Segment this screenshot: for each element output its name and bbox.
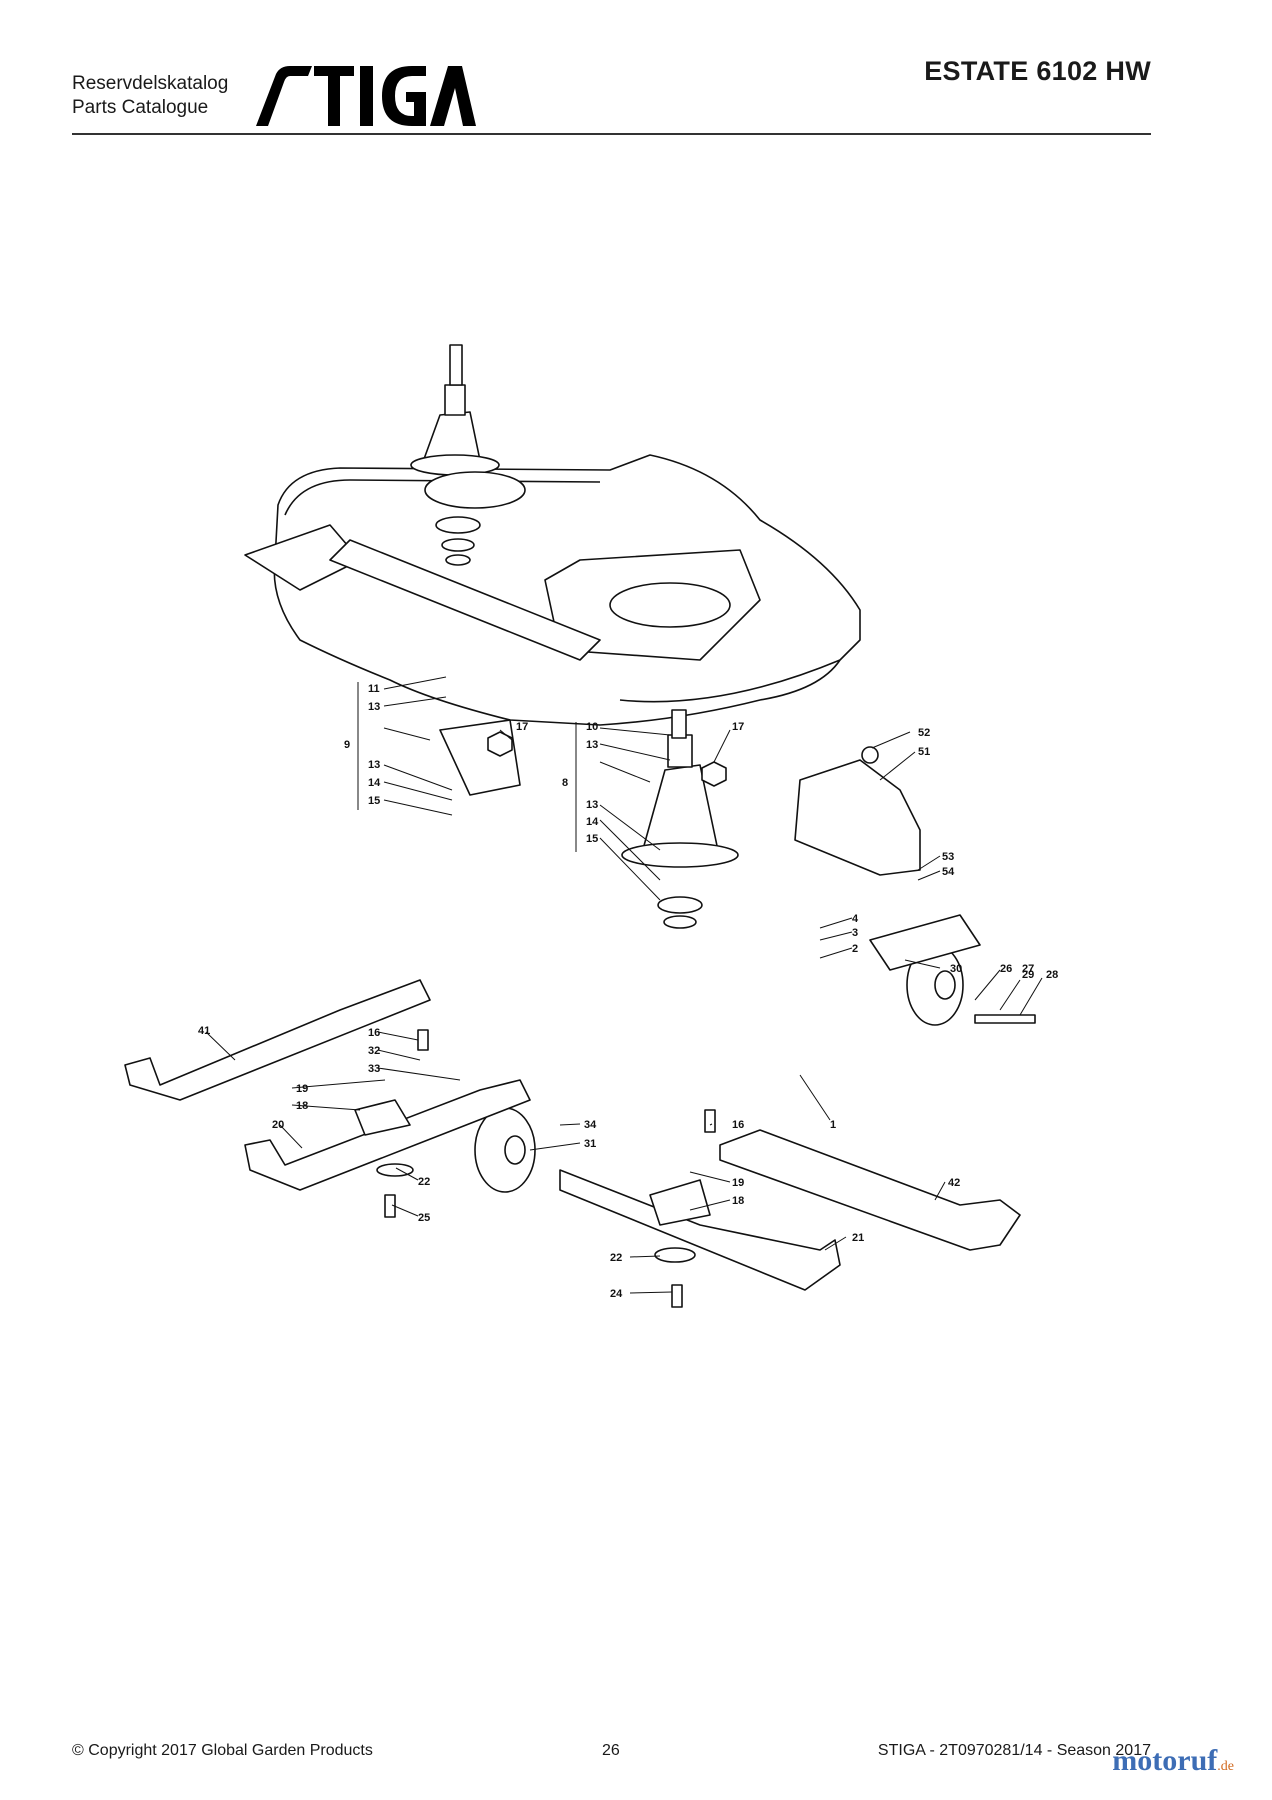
watermark-tld: .de [1217, 1759, 1234, 1774]
callout-32: 32 [368, 1045, 380, 1057]
callout-53: 53 [942, 851, 954, 863]
callout-17: 17 [732, 721, 744, 733]
blade-41 [124, 979, 431, 1101]
nut-17-right [701, 761, 727, 787]
callout-14: 14 [368, 777, 381, 789]
callout-10: 10 [586, 721, 598, 733]
header-divider [72, 133, 1151, 135]
callout-34: 34 [584, 1119, 597, 1131]
catalog-reference: STIGA - 2T0970281/14 - Season 2017 [877, 1742, 1151, 1759]
callout-8: 8 [562, 777, 568, 789]
callout-31: 31 [584, 1138, 596, 1150]
callout-4: 4 [852, 913, 859, 925]
callout-29: 29 [1022, 969, 1034, 981]
callout-11: 11 [368, 683, 380, 695]
callout-13: 13 [368, 759, 380, 771]
catalog-title-swedish: Reservdelskatalog [72, 73, 229, 94]
callout-19: 19 [296, 1083, 308, 1095]
callout-16: 16 [732, 1119, 744, 1131]
callout-42: 42 [948, 1177, 960, 1189]
callout-20: 20 [272, 1119, 284, 1131]
callout-13: 13 [586, 799, 598, 811]
callout-33: 33 [368, 1063, 380, 1075]
blade-42 [719, 1129, 1021, 1251]
callout-13: 13 [586, 739, 598, 751]
callout-27: 27 [1022, 963, 1034, 975]
callout-26: 26 [1000, 963, 1012, 975]
callout-18: 18 [732, 1195, 744, 1207]
callout-52: 52 [918, 727, 930, 739]
watermark: motoruf.de [1112, 1744, 1234, 1778]
catalog-title-english: Parts Catalogue [72, 97, 209, 118]
mower-deck [273, 454, 861, 726]
callout-13: 13 [368, 701, 380, 713]
callout-21: 21 [852, 1232, 864, 1244]
callout-19: 19 [732, 1177, 744, 1189]
callout-30: 30 [950, 963, 962, 975]
nut-17-left [487, 731, 513, 757]
blade-21 [559, 1169, 841, 1291]
watermark-name: motoruf [1112, 1744, 1218, 1777]
callout-24: 24 [610, 1288, 623, 1300]
callout-22: 22 [610, 1252, 622, 1264]
callout-25: 25 [418, 1212, 430, 1224]
callout-14: 14 [586, 816, 599, 828]
callout-28: 28 [1046, 969, 1058, 981]
blade-20 [244, 1079, 531, 1191]
callout-22: 22 [418, 1176, 430, 1188]
callout-15: 15 [368, 795, 380, 807]
callout-54: 54 [942, 866, 955, 878]
stiga-logo [256, 66, 476, 126]
callout-17: 17 [516, 721, 528, 733]
discharge-chute [794, 759, 921, 876]
model-title: ESTATE 6102 HW [924, 56, 1151, 86]
callout-15: 15 [586, 833, 598, 845]
callout-16: 16 [368, 1027, 380, 1039]
callout-18: 18 [296, 1100, 308, 1112]
callout-2: 2 [852, 943, 858, 955]
callout-9: 9 [344, 739, 350, 751]
callout-1: 1 [830, 1119, 836, 1131]
spindle-left [439, 719, 521, 796]
page-number: 26 [602, 1742, 620, 1759]
callout-3: 3 [852, 927, 858, 939]
catalog-title: Reservdelskatalog Parts Catalogue [72, 72, 228, 120]
callout-51: 51 [918, 746, 930, 758]
callout-41: 41 [198, 1025, 210, 1037]
copyright-notice: © Copyright 2017 Global Garden Products [72, 1742, 373, 1759]
